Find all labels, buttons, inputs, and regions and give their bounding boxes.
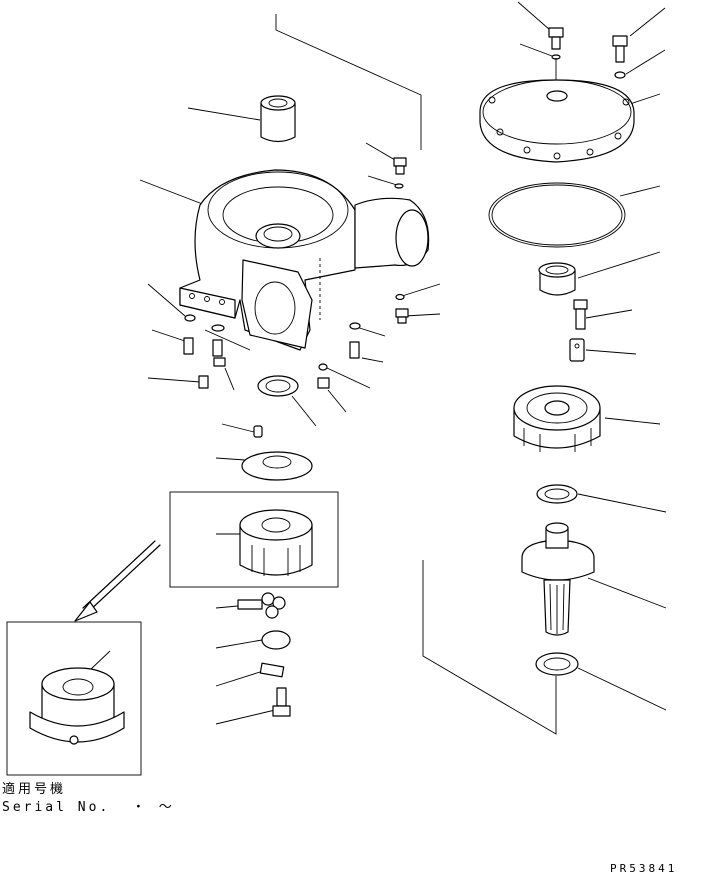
drawing-code: PR53841 (610, 862, 678, 875)
oil-seal-part (257, 375, 317, 427)
swing-housing-part (139, 169, 430, 351)
inset-arrow (74, 540, 161, 622)
applicable-models-label: 適用号機 (2, 782, 67, 797)
output-shaft-part (521, 522, 667, 636)
inset-pinion-gear (6, 621, 142, 776)
lower-fasteners (215, 592, 291, 725)
right-seal-part (536, 484, 667, 513)
fastener-set-housing (147, 142, 441, 413)
right-bushing-part (538, 251, 661, 296)
serial-number-text: Serial No. ・ ～ (2, 800, 175, 815)
bottom-seal-part (535, 652, 667, 711)
planet-carrier-part (513, 385, 661, 452)
right-group-bracket (422, 560, 557, 735)
pin-and-plate-parts (215, 423, 313, 481)
o-ring-part (488, 182, 661, 248)
left-group-bracket (275, 14, 422, 150)
right-bolt-and-key (569, 299, 637, 362)
bushing-part (187, 95, 296, 143)
pinion-gear-boxed (169, 491, 339, 588)
cover-bolts (517, 1, 666, 92)
cover-plate-part (479, 79, 661, 163)
